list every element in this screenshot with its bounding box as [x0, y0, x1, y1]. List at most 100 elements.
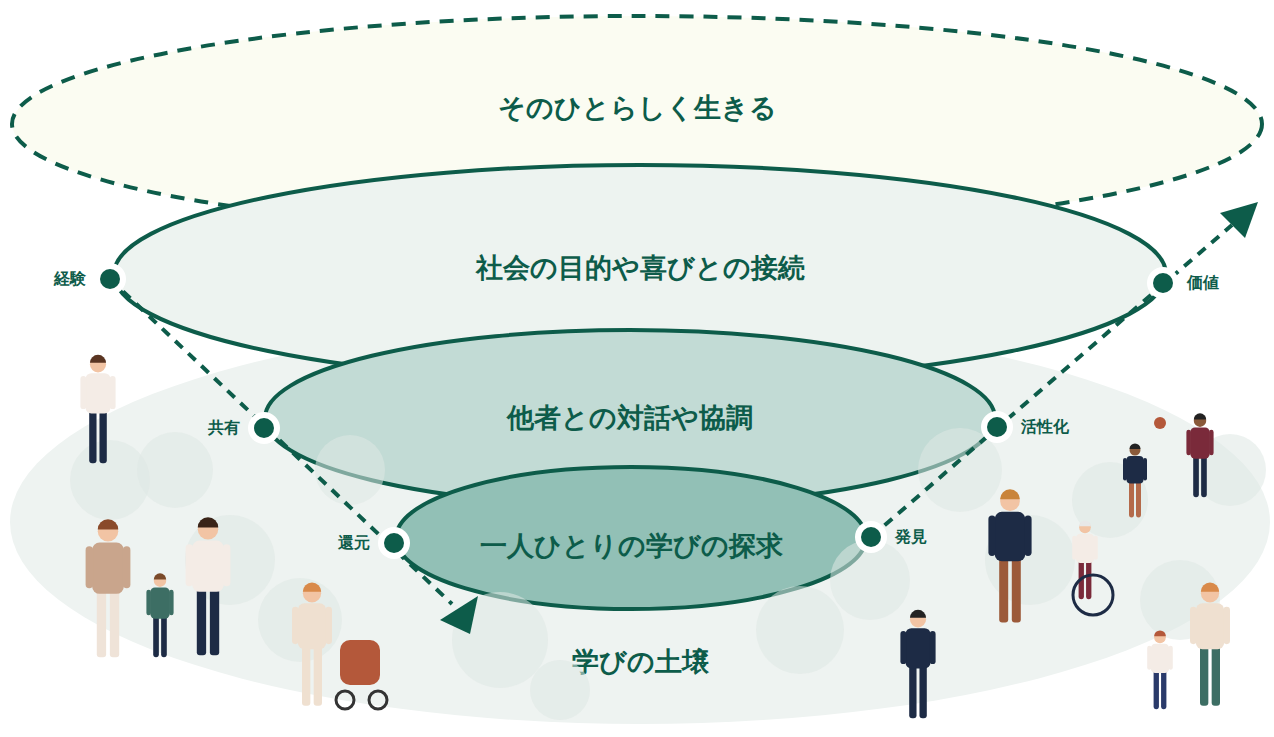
- node-dot: [861, 527, 881, 547]
- decoration: [1136, 480, 1141, 518]
- decoration: [197, 585, 206, 655]
- decoration: [86, 546, 93, 588]
- decoration: [1196, 603, 1224, 649]
- decoration: [1094, 536, 1098, 560]
- stage-title: 学びの土壌: [572, 644, 709, 680]
- decoration: [146, 590, 151, 616]
- decoration: [99, 408, 106, 463]
- stage-title: そのひとらしく生きる: [498, 90, 777, 126]
- stage-title: 社会の目的や喜びとの接続: [476, 250, 805, 286]
- decoration: [1161, 669, 1166, 709]
- stage-label: 還元: [338, 533, 370, 554]
- decoration: [123, 546, 130, 588]
- decoration: [169, 590, 174, 616]
- decoration: [110, 587, 119, 657]
- decoration: [90, 355, 106, 363]
- ground-circle: [185, 515, 275, 605]
- decoration: [192, 541, 224, 592]
- decoration: [1201, 583, 1219, 592]
- ground-circle: [315, 435, 385, 505]
- node-dot: [1153, 273, 1173, 293]
- decoration: [999, 555, 1008, 623]
- ellipse-shape: [10, 320, 1270, 724]
- decoration: [80, 376, 86, 409]
- decoration: [1154, 669, 1159, 709]
- decoration: [1186, 430, 1191, 456]
- decoration: [1201, 455, 1207, 498]
- decoration: [1200, 643, 1208, 706]
- decoration: [186, 544, 193, 586]
- decoration: [325, 607, 332, 645]
- decoration: [1209, 430, 1214, 456]
- decoration: [1012, 555, 1021, 623]
- decoration: [1190, 607, 1197, 645]
- decoration: [110, 376, 116, 409]
- decoration: [153, 615, 159, 658]
- ball: [1154, 417, 1166, 429]
- decoration: [1151, 644, 1169, 673]
- decoration: [223, 544, 230, 586]
- node-dot-ring: [248, 412, 280, 444]
- stage-title: 他者との対話や協調: [507, 400, 753, 436]
- ellipse-shape: [396, 467, 866, 609]
- stage-title: 一人ひとりの学びの探求: [480, 528, 783, 564]
- decoration: [1193, 455, 1199, 498]
- decoration: [292, 607, 299, 645]
- decoration: [900, 631, 906, 664]
- node-dot-ring: [378, 527, 410, 559]
- decoration: [930, 631, 936, 664]
- stage-label: 発見: [895, 527, 927, 548]
- decoration: [1223, 607, 1230, 645]
- decoration: [1143, 458, 1147, 481]
- decoration: [1086, 559, 1091, 599]
- stage-label: 価値: [1187, 273, 1219, 294]
- decoration: [92, 543, 124, 594]
- decoration: [1076, 534, 1094, 563]
- node-dot: [100, 269, 120, 289]
- decoration: [995, 512, 1026, 562]
- stroller: [340, 640, 380, 685]
- decoration: [988, 515, 995, 556]
- person-figure: [1190, 583, 1230, 706]
- decoration: [909, 663, 916, 718]
- node-dot-ring: [94, 263, 126, 295]
- ground-circle: [530, 660, 590, 720]
- ground-circle: [756, 586, 844, 674]
- decoration: [1194, 413, 1206, 419]
- decoration: [89, 408, 96, 463]
- decoration: [1079, 520, 1091, 526]
- person-figure: [1147, 630, 1173, 709]
- decoration: [161, 615, 167, 658]
- decoration: [97, 587, 106, 657]
- decoration: [1024, 515, 1031, 556]
- decoration: [1190, 427, 1209, 458]
- decoration: [298, 603, 326, 649]
- node-dot-ring: [1147, 267, 1179, 299]
- decoration: [1129, 480, 1134, 518]
- decoration: [1072, 536, 1076, 560]
- decoration: [303, 583, 321, 592]
- decoration: [210, 585, 219, 655]
- decoration: [150, 587, 169, 618]
- ground-circle: [137, 432, 213, 508]
- decoration: [1130, 445, 1141, 456]
- ground-circle: [258, 578, 342, 662]
- decoration: [906, 628, 931, 668]
- arrowhead: [1220, 202, 1258, 238]
- decoration: [302, 643, 310, 706]
- node-dot: [254, 418, 274, 438]
- node-dot: [987, 417, 1007, 437]
- stage-label: 活性化: [1021, 417, 1069, 438]
- decoration: [1212, 643, 1220, 706]
- decoration: [919, 663, 926, 718]
- node-dot-ring: [981, 411, 1013, 443]
- decoration: [86, 373, 111, 413]
- decoration: [1123, 458, 1127, 481]
- decoration: [1147, 646, 1151, 670]
- node-dot: [384, 533, 404, 553]
- decoration: [1127, 456, 1144, 484]
- ground-circle: [70, 440, 150, 520]
- decoration: [314, 643, 322, 706]
